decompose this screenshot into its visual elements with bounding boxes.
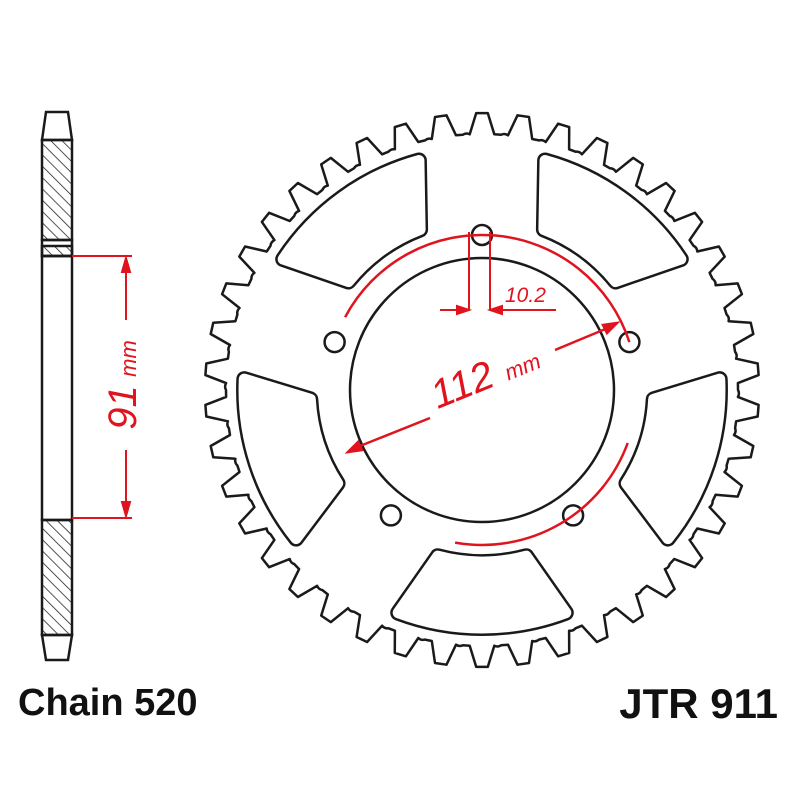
profile-bottom-tooth — [40, 633, 74, 662]
profile-top-tooth — [40, 110, 74, 142]
bolt-circle-arc — [454, 442, 629, 547]
profile-hatch-bottom — [40, 518, 74, 637]
bolt-hole-dimension: 10.2 — [440, 232, 556, 316]
lightening-hole-fill — [620, 373, 726, 545]
bolt-hole-value: 10.2 — [505, 284, 546, 307]
sprocket-face — [204, 111, 760, 669]
bolt-circle-arc — [343, 233, 631, 343]
svg-text:91 mm: 91 mm — [101, 340, 145, 430]
bolt-hole — [618, 330, 641, 354]
hub-width-dimension: 91 mm — [72, 254, 145, 520]
center-bore — [348, 256, 616, 524]
lightening-hole-fill — [277, 155, 426, 287]
bolt-circle-value: 112 — [425, 353, 501, 418]
bolt-hole — [561, 504, 585, 527]
profile-hatch-top — [40, 138, 74, 242]
svg-text:112 mm: 112 mm — [425, 334, 546, 417]
lightening-hole-fill — [392, 550, 572, 634]
lightening-hole-fill — [538, 155, 687, 287]
bolt-circle-dimension: 112 mm — [343, 233, 631, 547]
hub-width-value: 91 — [101, 385, 145, 430]
side-profile — [40, 110, 74, 662]
lightening-hole-fill — [238, 373, 344, 545]
chain-label: Chain 520 — [18, 682, 198, 724]
sprocket-teeth-outline — [204, 111, 760, 669]
profile-hub — [40, 254, 74, 522]
bolt-hole — [379, 504, 403, 527]
part-number: JTR 911 — [619, 680, 778, 727]
bolt-circle-unit: mm — [501, 348, 544, 385]
bolt-hole — [323, 330, 346, 354]
hub-width-unit: mm — [116, 340, 141, 377]
